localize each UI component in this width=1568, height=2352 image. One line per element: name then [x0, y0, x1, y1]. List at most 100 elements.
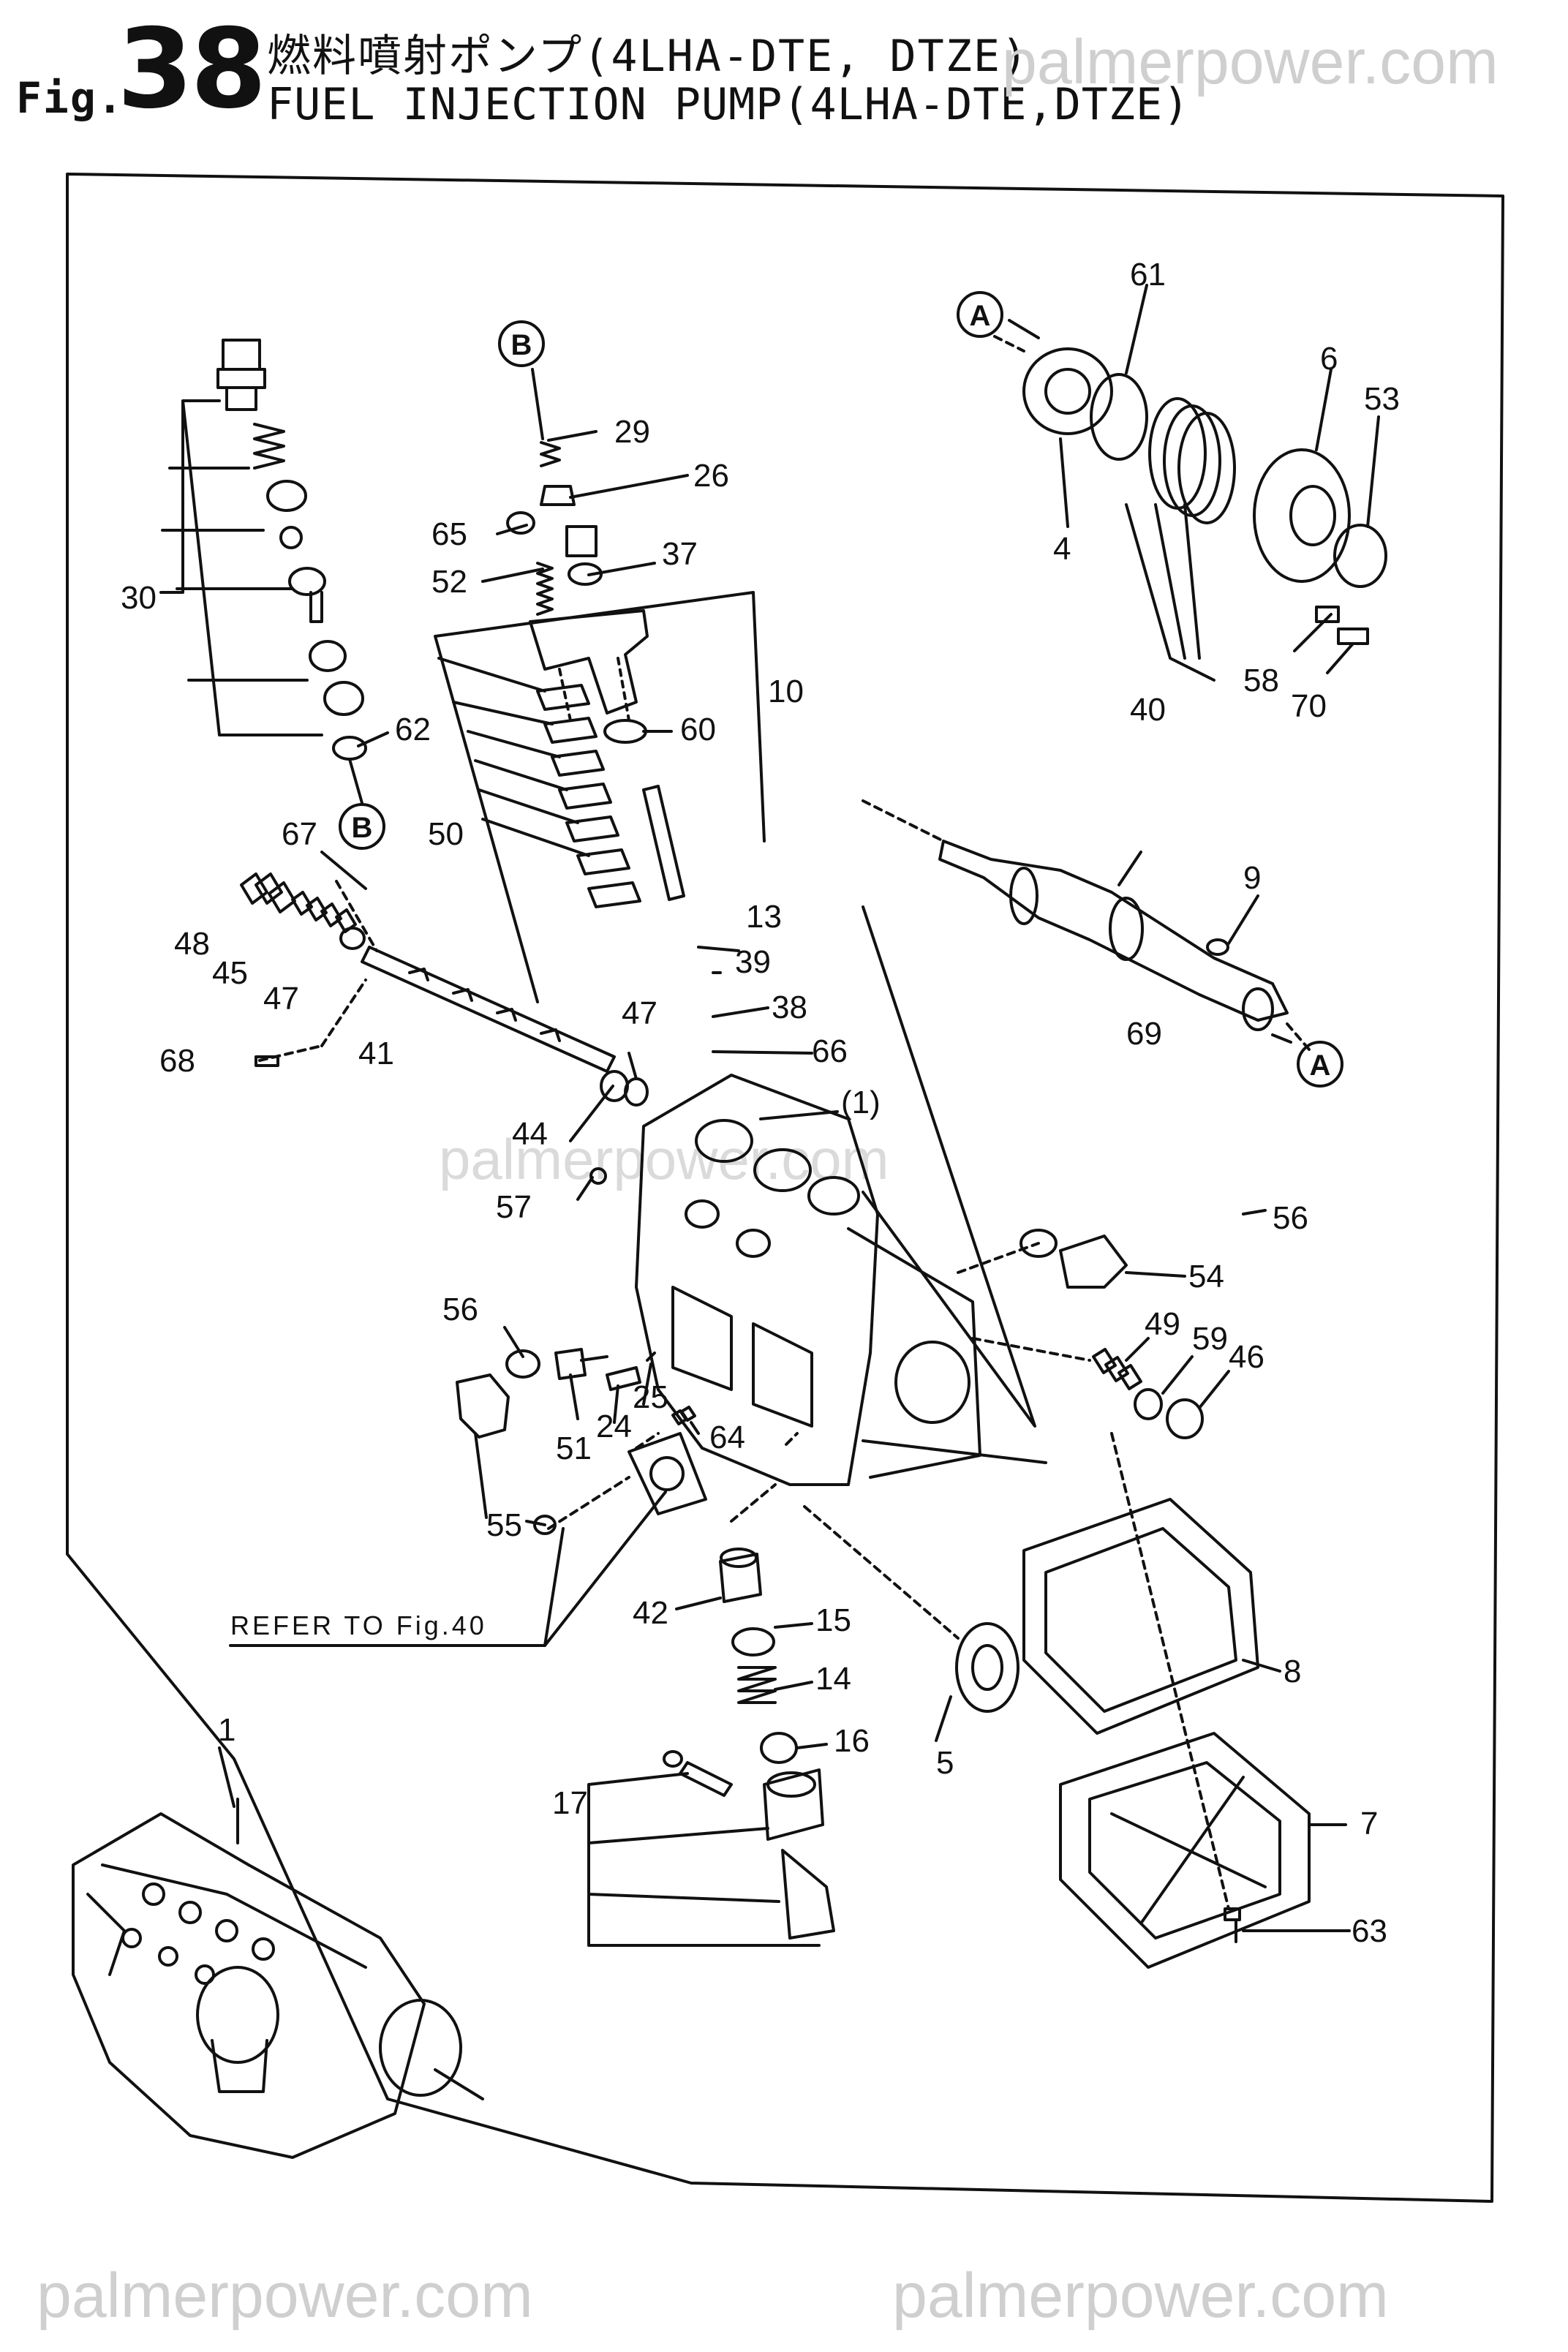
plug-55-part	[456, 1373, 510, 1439]
callout-53: 53	[1364, 381, 1400, 417]
callout-49: 49	[1145, 1306, 1180, 1342]
callout-67: 67	[282, 816, 317, 852]
bracket-10	[434, 591, 766, 1003]
callout-41: 41	[358, 1036, 394, 1071]
shim-stack-50	[536, 684, 641, 908]
marker-b-bottom-circle	[339, 803, 385, 850]
callout-61: 61	[1130, 257, 1166, 293]
callout-69: 69	[1126, 1016, 1162, 1052]
callout-24: 24	[596, 1409, 632, 1444]
callout-62: 62	[395, 712, 431, 747]
figure-prefix: Fig.	[16, 73, 124, 123]
callout-7: 7	[1360, 1806, 1378, 1842]
marker-a-top: A	[970, 300, 991, 332]
marker-a-bottom: A	[1310, 1049, 1331, 1082]
delivery-gasket-part	[323, 681, 364, 716]
callout-58: 58	[1243, 663, 1279, 698]
callout-13: 13	[746, 899, 782, 935]
delivery-valve-plunger-part	[288, 567, 326, 623]
callout-40: 40	[1130, 692, 1166, 728]
governor-spring-48	[240, 872, 296, 913]
nut-46-part	[1166, 1398, 1204, 1439]
marker-b-top: B	[511, 329, 532, 361]
callout-30: 30	[121, 580, 157, 616]
housing-to-camshaft-lines	[862, 905, 1047, 1464]
callout-65: 65	[431, 516, 467, 552]
valve-26-part	[540, 485, 576, 506]
title-japanese: 燃料噴射ポンプ(4LHA-DTE, DTZE)	[267, 31, 1030, 82]
gasket-56-right-part	[1019, 1229, 1058, 1258]
marker-a-top-circle	[957, 291, 1003, 338]
callout-5: 5	[936, 1745, 954, 1781]
ring-16-part	[760, 1732, 798, 1764]
camshaft-part	[938, 840, 1289, 1031]
diagram-frame	[66, 173, 1504, 2203]
plunger-stem	[642, 785, 685, 901]
watermark-top: palmerpower.com	[1002, 27, 1499, 97]
spring-14	[737, 1666, 777, 1704]
o-ring-62-part	[332, 736, 367, 761]
callout-39: 39	[735, 944, 771, 980]
callout-9: 9	[1243, 860, 1261, 896]
callout-42: 42	[633, 1595, 668, 1631]
callout-37: 37	[662, 536, 698, 572]
callout-10: 10	[768, 674, 804, 709]
spring-52	[536, 562, 554, 616]
callout-70: 70	[1291, 688, 1327, 724]
delivery-valve-guide-part	[309, 640, 347, 672]
lever-17-part	[763, 1768, 835, 1940]
watermark-middle: palmerpower.com	[439, 1127, 889, 1191]
callout-48: 48	[174, 926, 210, 962]
marker-b-top-circle	[498, 320, 545, 367]
bolts-58-70	[1315, 606, 1369, 645]
bolt-51-part	[554, 1348, 608, 1380]
bracket-17	[587, 1772, 821, 1947]
watermark-bottom-right: palmerpower.com	[892, 2261, 1389, 2331]
callout-45: 45	[212, 955, 248, 991]
bearing-5-part	[955, 1622, 1019, 1713]
delivery-spring-part	[253, 423, 285, 470]
callout-4: 4	[1053, 531, 1071, 567]
callout-63: 63	[1352, 1913, 1387, 1949]
bracket-40	[1125, 503, 1215, 682]
callout-26: 26	[693, 458, 729, 494]
callout-66: 66	[812, 1033, 848, 1069]
delivery-valve-seat-part	[266, 480, 307, 512]
marker-b-bottom: B	[352, 812, 373, 844]
callout-8: 8	[1284, 1654, 1301, 1689]
washer-59-part	[1134, 1388, 1163, 1420]
valve-spring-29	[540, 441, 561, 467]
marker-a-bottom-circle	[1297, 1041, 1343, 1088]
screw-24-part	[606, 1366, 641, 1391]
callout-44: 44	[512, 1116, 548, 1152]
plunger-barrel-part	[529, 609, 649, 715]
callout-54: 54	[1188, 1259, 1224, 1294]
plug-57-part	[589, 1167, 607, 1185]
callout-51: 51	[556, 1431, 592, 1466]
pin-17-part	[679, 1761, 733, 1797]
callout-60: 60	[680, 712, 716, 747]
gasket-56-left-part	[505, 1349, 540, 1379]
callout-47-left: 47	[263, 981, 299, 1017]
cover-plate-part	[627, 1432, 707, 1515]
callout-15: 15	[815, 1602, 851, 1638]
bearing-housing-6-part	[1253, 448, 1351, 583]
callout-56-right: 56	[1273, 1200, 1308, 1236]
gasket-8-part	[1022, 1498, 1259, 1735]
title-english: FUEL INJECTION PUMP(4LHA-DTE,DTZE)	[267, 79, 1191, 130]
o-ring-60-part	[603, 719, 647, 744]
callout-29: 29	[614, 414, 650, 450]
callout-56-left: 56	[442, 1292, 478, 1327]
callout-17: 17	[552, 1785, 588, 1821]
control-rack-41	[361, 946, 616, 1073]
bracket-30	[159, 399, 323, 736]
delivery-valve-part	[279, 526, 303, 549]
seal-ring-61-part	[1090, 373, 1148, 461]
pointer-to-item-1	[218, 1746, 235, 1808]
oil-seal-53-part	[1333, 524, 1387, 588]
pin-25-part	[646, 1352, 656, 1362]
callout-1-paren: (1)	[841, 1085, 881, 1120]
callout-52: 52	[431, 564, 467, 600]
